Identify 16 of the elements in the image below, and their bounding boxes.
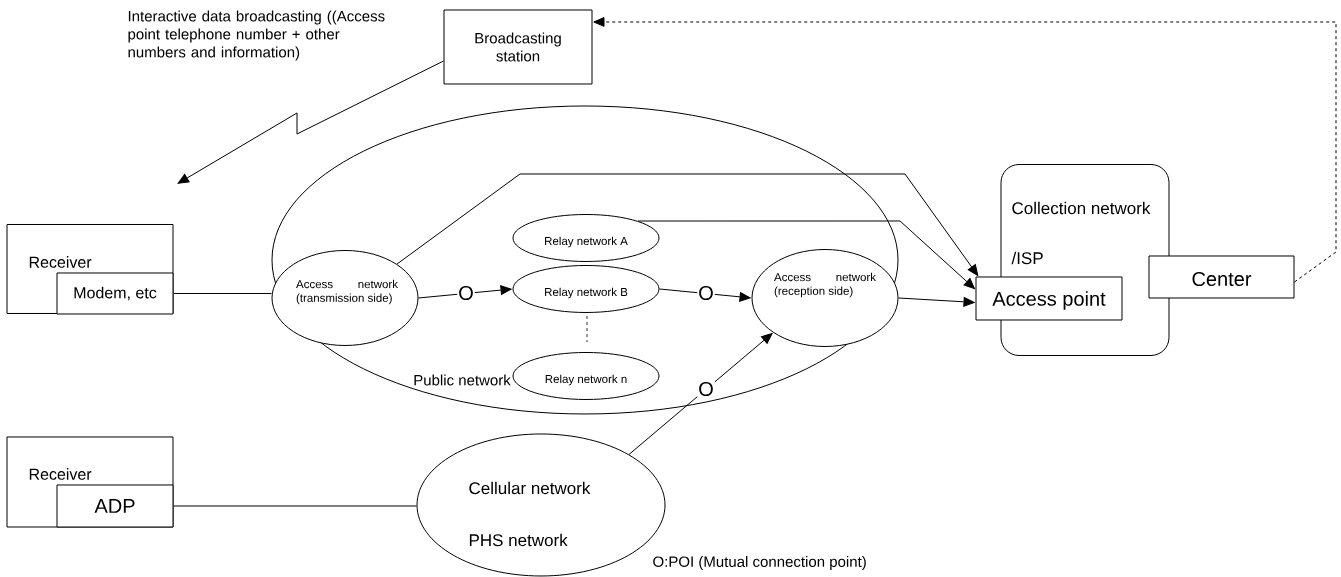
- dashed-arrow: [593, 17, 1337, 283]
- station-box: Broadcasting station: [443, 9, 593, 85]
- arrow: [659, 288, 751, 302]
- arrow: [898, 296, 975, 307]
- center-box: Center: [1148, 255, 1295, 299]
- lightning-arrow: [177, 60, 444, 184]
- connector-line: [173, 293, 272, 294]
- arrow: [396, 173, 979, 276]
- arrow: [637, 220, 976, 290]
- arrow: [628, 332, 773, 455]
- access-point-box: Access point: [975, 276, 1123, 321]
- edge-label: Interactive data broadcasting ((Access point telephone number + other numbers and information): [128, 10, 385, 61]
- arrow: [418, 285, 512, 299]
- modem-box: Modem, etc: [56, 272, 174, 315]
- connector-line: [173, 505, 417, 507]
- adp-box: ADP: [56, 484, 174, 528]
